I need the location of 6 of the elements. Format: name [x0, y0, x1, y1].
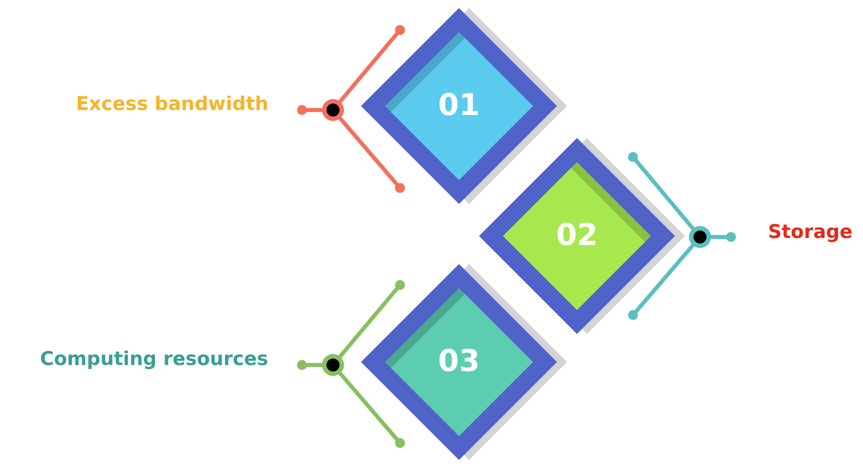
item-label: Storage	[768, 220, 852, 245]
step-number: 02	[555, 217, 599, 255]
step-number: 01	[437, 87, 481, 125]
item-label: Computing resources	[40, 347, 268, 372]
item-label: Excess bandwidth	[76, 92, 268, 117]
step-number: 03	[437, 343, 481, 381]
